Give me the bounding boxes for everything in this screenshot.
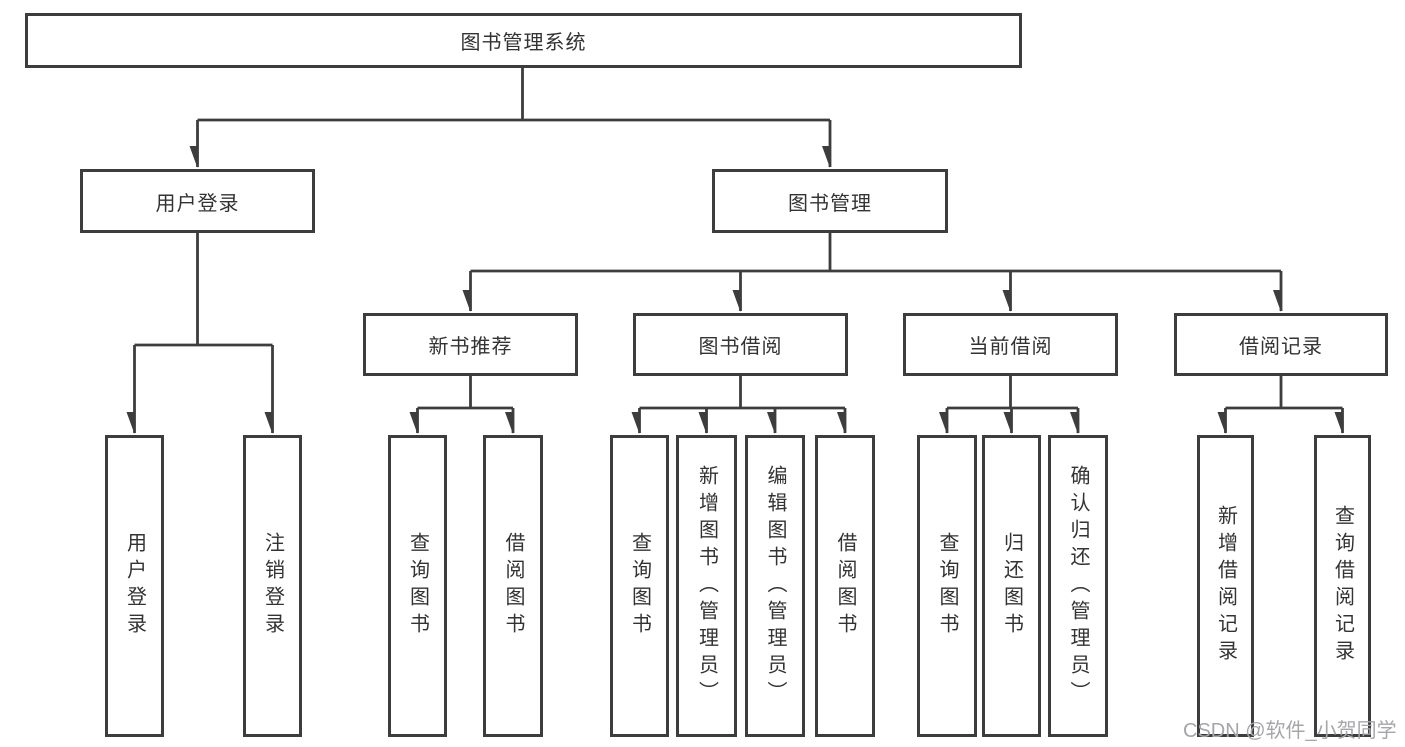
node-new-book-rec-label: 新书推荐: [428, 336, 513, 358]
node-leaf-query-book-rec: 查询图书: [388, 435, 447, 737]
node-borrow-records: 借阅记录: [1174, 313, 1388, 376]
node-leaf-user-login: 用户登录: [105, 435, 164, 737]
node-leaf-query-borrow-record-label: 查询借阅记录: [1331, 505, 1354, 667]
node-leaf-query-borrow-record: 查询借阅记录: [1314, 435, 1371, 737]
node-user-login: 用户登录: [80, 169, 315, 233]
node-leaf-borrow-book-borrow-label: 借阅图书: [834, 532, 856, 640]
node-leaf-query-book-borrow-label: 查询图书: [628, 532, 651, 640]
node-new-book-rec: 新书推荐: [363, 313, 578, 376]
node-leaf-borrow-book-rec-label: 借阅图书: [502, 532, 524, 640]
node-leaf-logout: 注销登录: [243, 435, 302, 737]
node-leaf-logout-label: 注销登录: [261, 532, 284, 640]
node-leaf-add-book-admin: 新增图书（管理员）: [676, 435, 737, 737]
edge-borrow-records-split: [1226, 376, 1344, 433]
node-root-label: 图书管理系统: [460, 32, 587, 54]
node-leaf-query-book-current: 查询图书: [917, 435, 977, 737]
node-leaf-query-book-current-label: 查询图书: [936, 532, 958, 640]
node-book-borrow: 图书借阅: [633, 313, 848, 376]
node-leaf-borrow-book-borrow: 借阅图书: [815, 435, 875, 737]
edge-book-mgmt-split: [471, 233, 1283, 311]
node-book-mgmt-label: 图书管理: [788, 192, 872, 215]
node-leaf-edit-book-admin: 编辑图书（管理员）: [745, 435, 805, 737]
watermark: CSDN @软件_小贺同学: [1183, 720, 1397, 742]
edge-root-split: [198, 68, 832, 167]
node-leaf-confirm-return-admin-label: 确认归还（管理员）: [1067, 464, 1089, 708]
node-leaf-add-book-admin-label: 新增图书（管理员）: [695, 464, 718, 708]
edge-user-login-split: [135, 233, 274, 433]
node-leaf-query-book-rec-label: 查询图书: [406, 532, 429, 640]
node-leaf-borrow-book-rec: 借阅图书: [483, 435, 543, 737]
node-user-login-label: 用户登录: [155, 192, 240, 215]
node-book-borrow-label: 图书借阅: [698, 336, 783, 358]
edge-new-book-rec-split: [418, 376, 515, 433]
edge-book-borrow-split: [640, 376, 847, 433]
node-leaf-edit-book-admin-label: 编辑图书（管理员）: [764, 464, 786, 708]
node-leaf-return-book: 归还图书: [982, 435, 1041, 737]
node-book-mgmt: 图书管理: [712, 169, 948, 233]
node-leaf-user-login-label: 用户登录: [123, 532, 146, 640]
node-leaf-add-borrow-record-label: 新增借阅记录: [1214, 505, 1237, 667]
node-borrow-records-label: 借阅记录: [1239, 336, 1323, 358]
node-leaf-confirm-return-admin: 确认归还（管理员）: [1048, 435, 1108, 737]
edge-current-borrow-split: [947, 376, 1080, 433]
node-leaf-return-book-label: 归还图书: [1000, 532, 1023, 640]
node-root: 图书管理系统: [25, 13, 1022, 68]
node-current-borrow-label: 当前借阅: [968, 336, 1053, 358]
node-current-borrow: 当前借阅: [903, 313, 1118, 376]
node-leaf-query-book-borrow: 查询图书: [610, 435, 669, 737]
node-leaf-add-borrow-record: 新增借阅记录: [1197, 435, 1254, 737]
